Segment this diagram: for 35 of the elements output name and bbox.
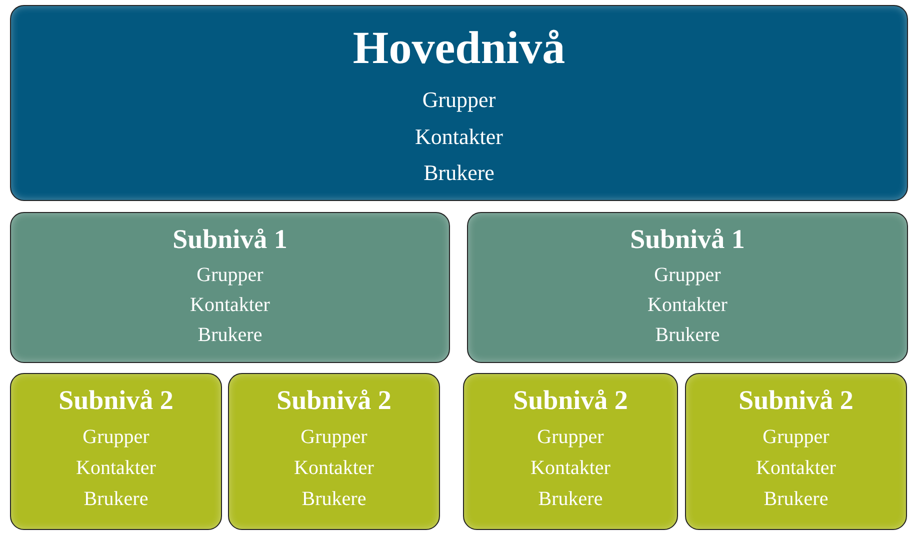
list-item: Grupper xyxy=(300,425,368,450)
list-item: Kontakter xyxy=(530,456,610,480)
list-item: Grupper xyxy=(422,87,496,114)
list-item: Kontakter xyxy=(294,456,374,480)
list-item: Grupper xyxy=(762,425,830,450)
list-item: Grupper xyxy=(82,425,150,450)
level-box xyxy=(685,373,907,530)
list-item: Brukere xyxy=(302,487,366,512)
level-box xyxy=(10,5,908,201)
level-heading: Subnivå 2 xyxy=(513,384,628,416)
list-item: Brukere xyxy=(538,487,603,512)
level-box xyxy=(10,373,222,530)
level-box xyxy=(10,212,450,363)
level-heading: Hovednivå xyxy=(352,21,566,75)
level-box xyxy=(228,373,440,530)
level-heading: Subnivå 2 xyxy=(738,384,854,416)
list-item: Grupper xyxy=(537,425,604,450)
level-heading: Subnivå 1 xyxy=(630,223,745,256)
list-item: Brukere xyxy=(655,323,720,348)
list-item: Brukere xyxy=(764,487,828,512)
list-item: Brukere xyxy=(424,160,494,186)
list-item: Kontakter xyxy=(648,293,728,318)
level-heading: Subnivå 2 xyxy=(58,384,174,416)
list-item: Brukere xyxy=(198,323,262,348)
level-heading: Subnivå 2 xyxy=(276,384,392,416)
list-item: Grupper xyxy=(196,263,264,288)
level-heading: Subnivå 1 xyxy=(172,223,288,256)
list-item: Kontakter xyxy=(415,124,503,150)
list-item: Kontakter xyxy=(756,456,836,480)
list-item: Kontakter xyxy=(190,293,270,318)
level-box xyxy=(463,373,678,530)
list-item: Brukere xyxy=(84,487,148,512)
list-item: Grupper xyxy=(654,263,721,288)
list-item: Kontakter xyxy=(76,456,156,480)
level-box xyxy=(467,212,908,363)
